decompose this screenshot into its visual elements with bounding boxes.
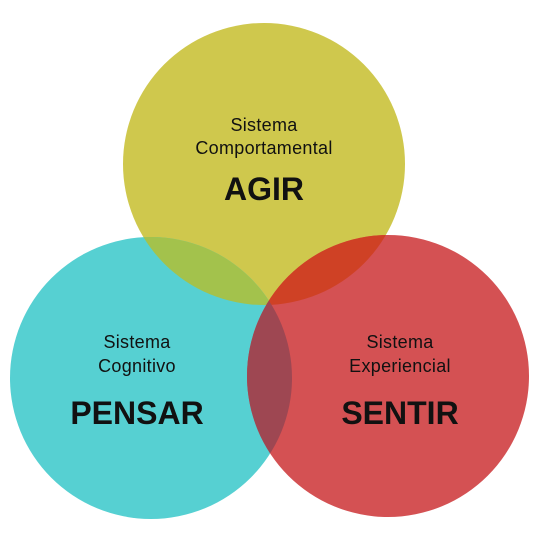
agir-label: AGIR [224,171,304,207]
agir-subtitle-line1: Sistema [230,115,298,135]
sentir-label: SENTIR [341,395,458,431]
circle-pensar [10,237,292,519]
circle-agir [123,23,405,305]
sentir-subtitle-line2: Experiencial [349,356,451,376]
circle-sentir [247,235,529,517]
sentir-subtitle-line1: Sistema [366,332,434,352]
agir-subtitle-line2: Comportamental [195,138,332,158]
pensar-subtitle-line1: Sistema [103,332,171,352]
pensar-subtitle-line2: Cognitivo [98,356,176,376]
pensar-label: PENSAR [70,395,203,431]
